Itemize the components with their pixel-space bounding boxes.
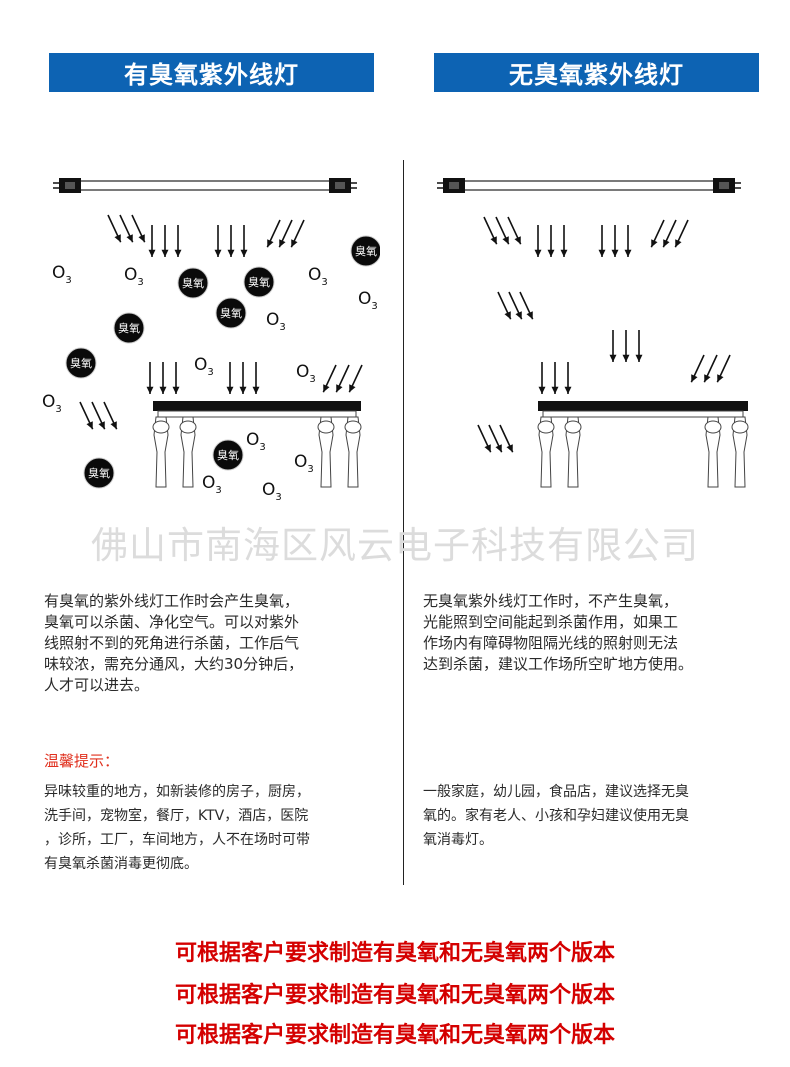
uv-ray-arrow-icon bbox=[622, 330, 630, 362]
uv-ray-arrow-icon bbox=[239, 362, 247, 394]
ozone-lamp-description: 有臭氧的紫外线灯工作时会产生臭氧， 臭氧可以杀菌、净化空气。可以对紫外 线照射不… bbox=[44, 592, 304, 694]
uv-lamp-tube-icon bbox=[437, 178, 741, 193]
no-ozone-lamp-tip: 一般家庭，幼儿园，食品店，建议选择无臭 氧的。家有老人、小孩和孕妇建议使用无臭 … bbox=[423, 784, 689, 848]
uv-ray-arrow-icon bbox=[534, 225, 542, 257]
uv-ray-arrow-icon bbox=[174, 225, 182, 257]
ozone-molecule-icon: O3 bbox=[124, 265, 144, 288]
no-ozone-lamp-description: 无臭氧紫外线灯工作时，不产生臭氧， 光能照到空间能起到杀菌作用，如果工 作场内有… bbox=[423, 592, 694, 673]
svg-text:臭氧: 臭氧 bbox=[220, 306, 242, 320]
ozone-molecule-icon: O3 bbox=[246, 430, 266, 453]
uv-ray-arrow-icon bbox=[497, 291, 512, 320]
ozone-ball-icon: 臭氧 bbox=[350, 235, 380, 267]
uv-ray-arrow-icon bbox=[508, 291, 523, 320]
ozone-molecule-icon: O3 bbox=[296, 362, 316, 385]
ozone-lamp-tip: 异味较重的地方，如新装修的房子，厨房， 洗手间，宠物室，餐厅，KTV，酒店，医院… bbox=[44, 784, 310, 872]
header-without-ozone: 无臭氧紫外线灯 bbox=[434, 53, 759, 92]
ozone-ball-icon: 臭氧 bbox=[113, 312, 145, 344]
uv-ray-arrow-icon bbox=[690, 354, 705, 383]
ozone-ball-icon: 臭氧 bbox=[83, 457, 115, 489]
uv-ray-arrow-icon bbox=[674, 219, 689, 248]
uv-ray-arrow-icon bbox=[103, 401, 118, 430]
ozone-ball-icon: 臭氧 bbox=[215, 297, 247, 329]
uv-ray-arrow-icon bbox=[278, 219, 293, 248]
svg-text:臭氧: 臭氧 bbox=[88, 466, 110, 480]
svg-text:臭氧: 臭氧 bbox=[70, 356, 92, 370]
uv-ray-arrow-icon bbox=[322, 364, 337, 393]
no-ozone-scene-diagram bbox=[437, 178, 749, 488]
uv-ray-arrow-icon bbox=[240, 225, 248, 257]
uv-ray-arrow-icon bbox=[348, 364, 363, 393]
uv-ray-arrow-icon bbox=[335, 364, 350, 393]
uv-ray-arrow-icon bbox=[560, 225, 568, 257]
ozone-molecule-icon: O3 bbox=[266, 310, 286, 333]
uv-ray-arrow-icon bbox=[161, 225, 169, 257]
uv-ray-arrow-icon bbox=[477, 424, 492, 453]
table-icon bbox=[537, 401, 749, 488]
uv-ray-arrow-icon bbox=[609, 330, 617, 362]
ozone-molecule-icon: O3 bbox=[52, 263, 72, 286]
uv-ray-arrow-icon bbox=[703, 354, 718, 383]
tip-label: 温馨提示： bbox=[44, 752, 120, 770]
uv-ray-arrow-icon bbox=[146, 362, 154, 394]
ozone-molecule-icon: O3 bbox=[308, 265, 328, 288]
ozone-ball-icon: 臭氧 bbox=[212, 439, 244, 471]
uv-ray-arrow-icon bbox=[214, 225, 222, 257]
svg-text:臭氧: 臭氧 bbox=[118, 321, 140, 335]
company-watermark: 佛山市南海区风云电子科技有限公司 bbox=[91, 524, 699, 567]
table-icon bbox=[152, 401, 362, 488]
promo-line: 可根据客户要求制造有臭氧和无臭氧两个版本 bbox=[174, 940, 615, 966]
uv-ray-arrow-icon bbox=[635, 330, 643, 362]
ozone-molecule-icon: O3 bbox=[262, 480, 282, 500]
uv-ray-arrow-icon bbox=[131, 214, 146, 243]
ozone-ball-icon: 臭氧 bbox=[65, 347, 97, 379]
uv-ray-arrow-icon bbox=[547, 225, 555, 257]
uv-ray-arrow-icon bbox=[488, 424, 503, 453]
uv-ray-arrow-icon bbox=[266, 219, 281, 248]
header-with-ozone: 有臭氧紫外线灯 bbox=[49, 53, 374, 92]
uv-ray-arrow-icon bbox=[107, 214, 122, 243]
uv-ray-arrow-icon bbox=[650, 219, 665, 248]
svg-text:臭氧: 臭氧 bbox=[217, 448, 239, 462]
ozone-molecule-icon: O3 bbox=[202, 473, 222, 496]
uv-ray-arrow-icon bbox=[564, 362, 572, 394]
ozone-molecule-icon: O3 bbox=[294, 452, 314, 475]
uv-ray-arrow-icon bbox=[716, 354, 731, 383]
uv-ray-arrow-icon bbox=[159, 362, 167, 394]
uv-ray-arrow-icon bbox=[227, 225, 235, 257]
uv-ray-arrow-icon bbox=[611, 225, 619, 257]
uv-ray-arrow-icon bbox=[499, 424, 514, 453]
uv-ray-arrow-icon bbox=[507, 216, 522, 245]
center-divider bbox=[403, 160, 404, 885]
svg-text:臭氧: 臭氧 bbox=[182, 276, 204, 290]
uv-ray-arrow-icon bbox=[483, 216, 498, 245]
uv-ray-arrow-icon bbox=[551, 362, 559, 394]
ozone-molecule-icon: O3 bbox=[358, 289, 378, 312]
uv-ray-arrow-icon bbox=[91, 401, 106, 430]
ozone-ball-icon: 臭氧 bbox=[177, 267, 209, 299]
ozone-molecule-icon: O3 bbox=[194, 355, 214, 378]
uv-ray-arrow-icon bbox=[538, 362, 546, 394]
svg-text:臭氧: 臭氧 bbox=[355, 244, 377, 258]
uv-ray-arrow-icon bbox=[252, 362, 260, 394]
ozone-molecule-icon: O3 bbox=[42, 392, 62, 415]
svg-text:臭氧: 臭氧 bbox=[248, 275, 270, 289]
uv-ray-arrow-icon bbox=[624, 225, 632, 257]
uv-ray-arrow-icon bbox=[119, 214, 134, 243]
uv-ray-arrow-icon bbox=[495, 216, 510, 245]
uv-ray-arrow-icon bbox=[598, 225, 606, 257]
uv-ray-arrow-icon bbox=[172, 362, 180, 394]
promo-line: 可根据客户要求制造有臭氧和无臭氧两个版本 bbox=[174, 1022, 615, 1048]
uv-ray-arrow-icon bbox=[148, 225, 156, 257]
uv-ray-arrow-icon bbox=[79, 401, 94, 430]
ozone-ball-icon: 臭氧 bbox=[243, 266, 275, 298]
uv-ray-arrow-icon bbox=[226, 362, 234, 394]
uv-ray-arrow-icon bbox=[662, 219, 677, 248]
uv-ray-arrow-icon bbox=[290, 219, 305, 248]
uv-lamp-tube-icon bbox=[53, 178, 357, 193]
uv-ray-arrow-icon bbox=[519, 291, 534, 320]
promo-line: 可根据客户要求制造有臭氧和无臭氧两个版本 bbox=[174, 982, 615, 1008]
